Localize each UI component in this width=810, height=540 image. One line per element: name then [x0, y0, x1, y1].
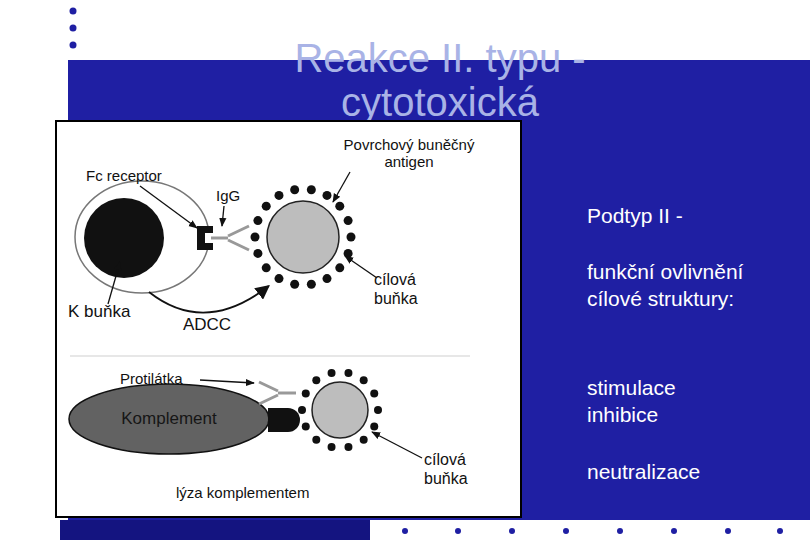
node-shape: [296, 366, 384, 454]
surface-antigen: [290, 185, 299, 194]
separator-line: [70, 356, 470, 357]
complement-blob: [268, 408, 300, 432]
slide-text: stimulace inhibice: [587, 374, 697, 428]
callout-label: Povrchový buněčný antigen: [325, 136, 493, 170]
node-label: Komplement: [68, 409, 270, 429]
surface-antigen: [335, 263, 344, 272]
cell-nucleus: [84, 198, 164, 278]
surface-antigen: [360, 376, 368, 384]
surface-antigen: [275, 274, 284, 283]
leader-line: [333, 172, 350, 202]
surface-antigen: [335, 202, 344, 211]
surface-antigen: [275, 191, 284, 200]
slide-text: funkční ovlivnění cílové struktury:: [587, 258, 769, 312]
surface-antigen: [323, 274, 332, 283]
surface-antigen: [328, 443, 336, 451]
dot: [70, 25, 77, 32]
node-shape: [72, 178, 212, 296]
adcc-arrow: [149, 286, 269, 313]
surface-antigen: [328, 369, 336, 377]
cell-outline: [75, 181, 209, 293]
leader-line: [345, 256, 377, 278]
target-cell: cílová buňka: [296, 366, 384, 454]
surface-antigen: [307, 280, 316, 289]
cell-body: [267, 201, 339, 273]
target-cell: cílová buňka: [246, 180, 360, 294]
surface-antigen: [262, 202, 271, 211]
surface-antigen: [312, 436, 320, 444]
slide-title: Reakce II. typu - cytotoxická: [262, 36, 618, 124]
dot: [455, 528, 461, 534]
node-label: K buňka: [68, 302, 163, 322]
slide-text: neutralizace: [587, 460, 787, 484]
node-label: cílová buňka: [374, 270, 436, 308]
antibody-symbol: [259, 382, 296, 404]
surface-antigen: [302, 422, 310, 430]
dot: [402, 528, 408, 534]
surface-antigen: [290, 280, 299, 289]
dot: [563, 528, 569, 534]
dark-bar: [60, 520, 370, 540]
surface-antigen: [344, 369, 352, 377]
igg-symbol: [211, 226, 249, 250]
surface-antigen: [307, 185, 316, 194]
surface-antigen: [298, 406, 306, 414]
surface-antigen: [344, 443, 352, 451]
dot: [777, 528, 783, 534]
dot: [725, 528, 731, 534]
callout-label: IgG: [216, 187, 240, 204]
leader-line: [222, 206, 224, 226]
callout-label: Protilátka: [120, 370, 183, 387]
dot: [671, 528, 677, 534]
dot: [509, 528, 515, 534]
surface-antigen: [312, 376, 320, 384]
surface-antigen: [323, 191, 332, 200]
surface-antigen: [251, 233, 260, 242]
figure-caption: lýza komplementem: [176, 484, 309, 501]
surface-antigen: [253, 249, 262, 258]
dot: [70, 42, 77, 49]
surface-antigen: [262, 263, 271, 272]
leader-line: [200, 380, 254, 383]
surface-antigen: [302, 390, 310, 398]
dot: [70, 8, 77, 15]
k-cell: K buňka: [72, 178, 212, 296]
dot: [617, 528, 623, 534]
slide-text: Podtyp II -: [587, 204, 787, 228]
surface-antigen: [360, 436, 368, 444]
surface-antigen: [370, 422, 378, 430]
surface-antigen: [253, 216, 262, 225]
ellipse-outline: [69, 384, 269, 454]
edge-label: ADCC: [183, 315, 231, 335]
surface-antigen: [344, 216, 353, 225]
node-label: cílová buňka: [424, 450, 486, 488]
complement-ellipse: Komplement: [68, 383, 270, 455]
surface-antigen: [374, 406, 382, 414]
leader-line: [372, 432, 422, 458]
callout-label: Fc receptor: [86, 167, 162, 184]
surface-antigen: [370, 390, 378, 398]
surface-antigen: [347, 233, 356, 242]
cell-body: [312, 382, 368, 438]
surface-antigen: [344, 249, 353, 258]
node-shape: [246, 180, 360, 294]
